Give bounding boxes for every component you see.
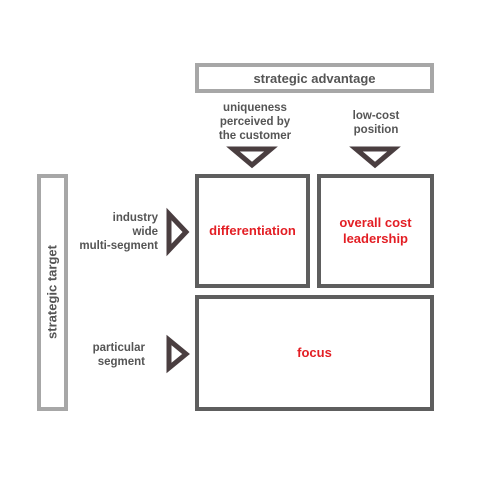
strategic-target-label: strategic target: [44, 245, 60, 339]
column-label-uniqueness: uniqueness perceived by the customer: [218, 102, 292, 142]
strategic-target-frame: [37, 174, 68, 411]
row-arrow-particular-segment: [166, 334, 190, 374]
column-arrow-uniqueness: [226, 146, 278, 169]
row-arrow-industry-wide: [166, 207, 190, 257]
row-label-industry-wide: industry wide multi-segment: [79, 212, 158, 252]
cell-differentiation: differentiation: [195, 174, 310, 288]
cell-focus: focus: [195, 295, 434, 411]
strategic-advantage-header: strategic advantage: [195, 63, 434, 93]
cell-overall-cost-leadership: overall cost leadership: [317, 174, 434, 288]
column-arrow-low-cost: [349, 146, 401, 169]
column-label-low-cost: low-cost position: [352, 110, 400, 136]
row-label-particular-segment: particular segment: [92, 342, 145, 368]
differentiation-label: differentiation: [209, 223, 296, 238]
strategic-advantage-label: strategic advantage: [253, 70, 376, 86]
focus-label: focus: [297, 345, 332, 360]
cost-leadership-label: overall cost leadership: [339, 215, 412, 246]
